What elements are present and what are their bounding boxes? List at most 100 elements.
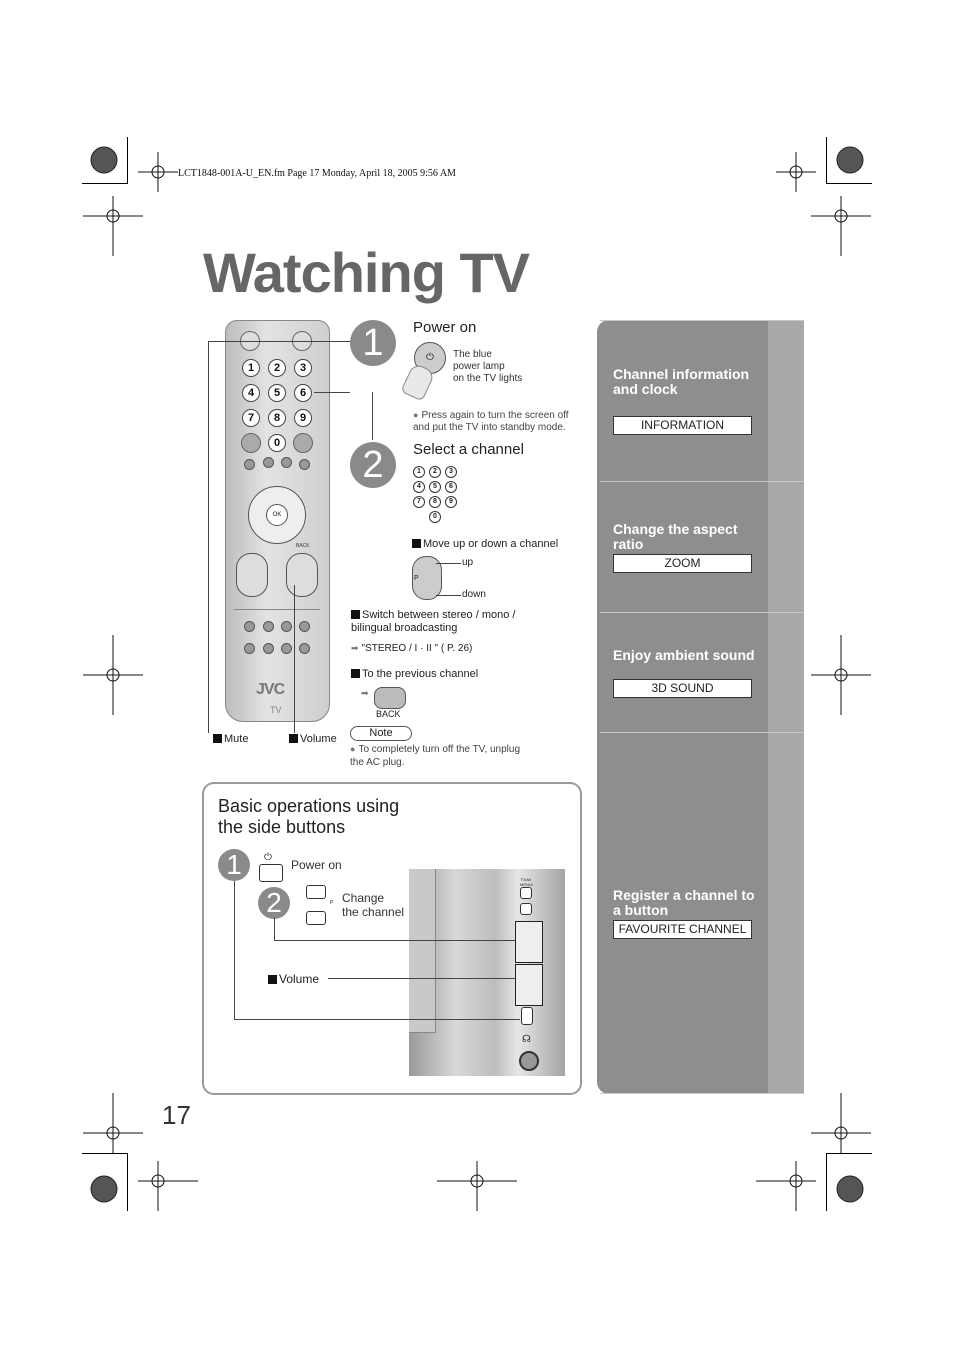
page-number: 17 — [162, 1100, 191, 1130]
connector-line — [372, 392, 373, 440]
arrow-icon: ➡ — [361, 688, 369, 698]
crop-mark — [826, 1153, 872, 1154]
volume-rocker[interactable] — [286, 553, 318, 597]
panel-divider — [600, 320, 804, 321]
mini-key-2: 2 — [429, 466, 441, 478]
connector-line — [328, 978, 515, 979]
panel-divider — [600, 732, 804, 733]
remote-key-9[interactable]: 9 — [294, 409, 312, 427]
mini-key-5: 5 — [429, 481, 441, 493]
remote-tv-label: TV — [270, 705, 282, 715]
side-channel-down-button — [306, 911, 326, 925]
connector-line — [274, 918, 275, 940]
side-power-icon: ⏻ — [264, 852, 272, 863]
note-text: To completely turn off the TV, unplug th… — [350, 743, 520, 769]
tv-side-photo: TV/AV MENU/ OK ☊ — [409, 869, 565, 1076]
step-number-2: 2 — [350, 442, 396, 488]
step-number-1: 1 — [350, 320, 396, 366]
remote-small-button[interactable] — [281, 621, 292, 632]
remote-key-3[interactable]: 3 — [294, 359, 312, 377]
remote-small-button[interactable] — [299, 459, 310, 470]
tv-power-button — [521, 1007, 533, 1025]
stereo-label: Switch between stereo / mono / bilingual… — [351, 609, 516, 634]
stereo-reference: "STEREO / I · II " ( P. 26) — [351, 643, 473, 654]
remote-small-button[interactable] — [263, 457, 274, 468]
panel-divider — [600, 612, 804, 613]
basic-step-number-1: 1 — [218, 849, 250, 881]
mini-key-3: 3 — [445, 466, 457, 478]
brand-logo: JVC — [256, 681, 285, 698]
mute-label: Mute — [213, 733, 248, 745]
side-channel-up-button — [306, 885, 326, 899]
back-label: BACK — [376, 709, 401, 719]
basic-step-number-2: 2 — [258, 887, 290, 919]
p-label: P — [414, 575, 419, 582]
mini-key-4: 4 — [413, 481, 425, 493]
select-channel-heading: Select a channel — [413, 441, 524, 458]
side-power-label: Power on — [291, 858, 342, 872]
connector-line — [234, 1019, 520, 1020]
side-panel-strip — [768, 320, 804, 1094]
change-channel-label: Change the channel — [342, 891, 405, 919]
remote-small-button[interactable] — [263, 643, 274, 654]
connector-line — [436, 595, 461, 596]
page-title: Watching TV — [203, 241, 530, 304]
move-channel-label: Move up or down a channel — [412, 538, 558, 550]
remote-control: 1 2 3 4 5 6 7 8 9 0 OK BACK JVC TV — [225, 320, 330, 722]
remote-small-button[interactable] — [299, 643, 310, 654]
remote-small-button[interactable] — [281, 457, 292, 468]
crop-mark — [127, 1153, 128, 1211]
channel-rocker[interactable] — [236, 553, 268, 597]
panel-item-title: Enjoy ambient sound — [613, 647, 755, 663]
tv-side-button — [520, 903, 532, 915]
remote-key-6[interactable]: 6 — [294, 384, 312, 402]
connector-line — [314, 392, 350, 393]
basic-operations-box — [202, 782, 582, 1095]
mini-key-0: 0 — [429, 511, 441, 523]
side-p-label: P — [330, 900, 334, 906]
zoom-button-label: ZOOM — [613, 554, 752, 573]
remote-small-button[interactable] — [244, 621, 255, 632]
connector-line — [208, 341, 209, 733]
ok-button[interactable]: OK — [266, 504, 288, 526]
connector-line — [234, 881, 235, 1019]
volume-label: Volume — [289, 733, 337, 745]
remote-small-button[interactable] — [299, 621, 310, 632]
crop-mark — [826, 137, 827, 183]
favourite-channel-button-label: FAVOURITE CHANNEL — [613, 920, 752, 939]
basic-volume-label: Volume — [268, 972, 319, 986]
remote-key-1[interactable]: 1 — [242, 359, 260, 377]
crop-mark — [127, 137, 128, 183]
mini-key-7: 7 — [413, 496, 425, 508]
headphone-icon: ☊ — [522, 1034, 531, 1045]
note-badge: Note — [350, 726, 412, 741]
remote-back-label: BACK — [296, 543, 310, 549]
remote-key-4[interactable]: 4 — [242, 384, 260, 402]
connector-line — [208, 341, 350, 342]
remote-key-7[interactable]: 7 — [242, 409, 260, 427]
remote-small-button[interactable] — [281, 643, 292, 654]
remote-small-button[interactable] — [244, 459, 255, 470]
remote-key-8[interactable]: 8 — [268, 409, 286, 427]
tv-channel-buttons — [515, 921, 543, 963]
up-label: up — [462, 557, 474, 568]
file-header: LCT1848-001A-U_EN.fm Page 17 Monday, Apr… — [178, 168, 456, 179]
panel-item-title: Channel information and clock — [613, 366, 750, 397]
remote-dpad[interactable]: OK — [248, 486, 306, 544]
remote-small-button[interactable] — [263, 621, 274, 632]
connector-line — [436, 563, 461, 564]
remote-grey-button[interactable] — [241, 433, 261, 453]
crop-mark — [82, 183, 128, 184]
remote-key-0[interactable]: 0 — [268, 434, 286, 452]
remote-key-5[interactable]: 5 — [268, 384, 286, 402]
remote-small-button[interactable] — [244, 643, 255, 654]
information-button-label: INFORMATION — [613, 416, 752, 435]
down-label: down — [462, 589, 486, 600]
headphone-jack — [519, 1051, 539, 1071]
mini-key-8: 8 — [429, 496, 441, 508]
remote-key-2[interactable]: 2 — [268, 359, 286, 377]
3d-sound-button-label: 3D SOUND — [613, 679, 752, 698]
basic-operations-title: Basic operations using the side buttons — [218, 796, 400, 837]
remote-grey-button[interactable] — [293, 433, 313, 453]
